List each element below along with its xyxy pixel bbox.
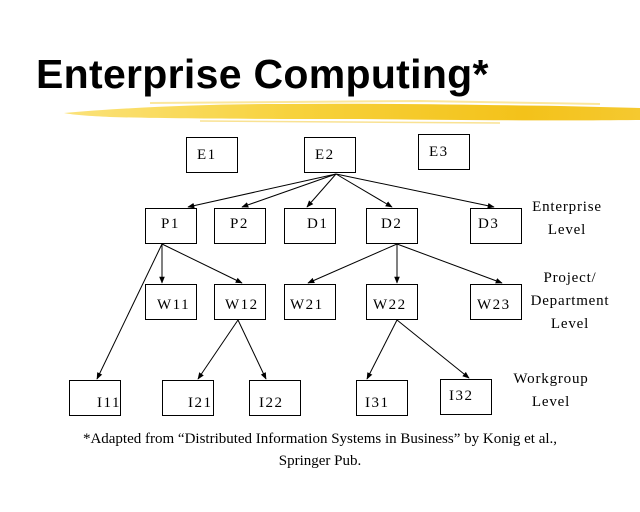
node-w23: W23: [470, 284, 522, 320]
node-label: W23: [477, 297, 511, 313]
edge-e2-to-p2: [241, 173, 337, 208]
footnote-line-1: *Adapted from “Distributed Information S…: [82, 431, 558, 447]
node-label: E3: [429, 144, 449, 160]
node-label: P2: [230, 216, 249, 232]
level-label-line: Workgroup: [513, 371, 589, 387]
workgroup-level-label: Workgroup Level: [506, 368, 596, 414]
node-w22: W22: [366, 284, 418, 320]
node-label: I22: [259, 395, 284, 411]
level-label-line: Level: [547, 222, 587, 238]
project-department-level-label: Project/ Department Level: [522, 267, 618, 336]
node-w12: W12: [214, 284, 266, 320]
edge-e2-to-d3: [335, 173, 495, 209]
node-label: I11: [97, 395, 121, 411]
node-p1: P1: [145, 208, 197, 244]
edge-e2-to-d2: [335, 173, 393, 208]
node-label: W21: [290, 297, 324, 313]
edge-w12-to-i22: [237, 319, 267, 380]
node-label: P1: [161, 216, 180, 232]
edge-d2-to-w21: [307, 243, 398, 284]
node-i31: I31: [356, 380, 408, 416]
node-label: D1: [307, 216, 329, 232]
level-label-line: Level: [550, 316, 590, 332]
edge-p1-to-w12: [161, 243, 243, 284]
edge-e2-to-p1: [187, 173, 337, 209]
node-label: D3: [478, 216, 500, 232]
level-label-line: Department: [530, 293, 610, 309]
enterprise-level-label: Enterprise Level: [526, 196, 608, 242]
level-label-line: Level: [531, 394, 571, 410]
node-e3: E3: [418, 134, 470, 170]
node-label: I21: [188, 395, 213, 411]
node-i22: I22: [249, 380, 301, 416]
node-d2: D2: [366, 208, 418, 244]
node-d1: D1: [284, 208, 336, 244]
edge-w22-to-i31: [366, 319, 398, 380]
node-label: D2: [381, 216, 403, 232]
footnote-line-2: Springer Pub.: [278, 453, 362, 469]
edge-w22-to-i32: [396, 319, 470, 379]
node-label: W11: [157, 297, 191, 313]
node-label: W22: [373, 297, 407, 313]
edge-p1-to-i11: [96, 243, 163, 380]
node-p2: P2: [214, 208, 266, 244]
node-e1: E1: [186, 137, 238, 173]
node-i21: I21: [162, 380, 214, 416]
node-label: E2: [315, 147, 335, 163]
node-label: I32: [449, 388, 474, 404]
level-label-line: Project/: [543, 270, 597, 286]
edge-d2-to-w23: [396, 243, 503, 284]
yellow-highlight-stroke: [64, 99, 640, 124]
node-label: E1: [197, 147, 217, 163]
footnote: *Adapted from “Distributed Information S…: [0, 428, 640, 472]
node-i11: I11: [69, 380, 121, 416]
node-e2: E2: [304, 137, 356, 173]
node-label: I31: [365, 395, 390, 411]
node-label: W12: [225, 297, 259, 313]
slide-title: Enterprise Computing*: [36, 51, 489, 97]
node-w11: W11: [145, 284, 197, 320]
node-d3: D3: [470, 208, 522, 244]
edge-e2-to-d1: [306, 173, 337, 208]
level-label-line: Enterprise: [532, 199, 602, 215]
node-i32: I32: [440, 379, 492, 415]
node-w21: W21: [284, 284, 336, 320]
edge-w12-to-i21: [197, 319, 239, 380]
